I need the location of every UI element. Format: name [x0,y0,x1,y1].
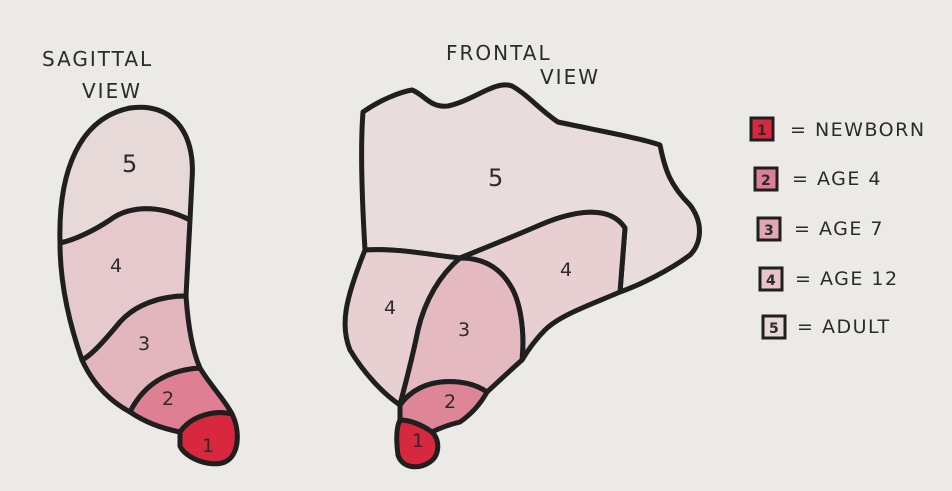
legend-text-2: = AGE 4 [792,168,882,190]
legend-item-adult: 5 = ADULT [763,316,891,338]
frontal-label-4-right: 4 [560,259,572,281]
legend-swatch-num-2: 2 [761,173,771,189]
sagittal-title-line1: SAGITTAL [42,47,153,71]
legend-item-age4: 2 = AGE 4 [755,168,882,190]
legend-item-age12: 4 = AGE 12 [760,268,899,290]
legend-text-4: = AGE 12 [795,268,899,290]
legend-swatch-num-1: 1 [757,123,767,139]
legend-swatch-num-5: 5 [769,321,779,337]
frontal-label-2: 2 [444,391,456,413]
frontal-label-3: 3 [458,319,470,341]
frontal-title-line2: VIEW [540,65,600,89]
frontal-title-line1: FRONTAL [446,41,552,65]
legend-item-age7: 3 = AGE 7 [758,218,884,240]
legend-swatch-num-4: 4 [766,273,776,289]
legend-text-5: = ADULT [797,316,891,338]
frontal-label-5: 5 [488,164,503,192]
frontal-label-4-left: 4 [384,297,396,319]
sagittal-label-3: 3 [138,333,150,355]
legend-swatch-num-3: 3 [764,223,774,239]
legend-text-3: = AGE 7 [794,218,884,240]
sagittal-label-2: 2 [162,388,174,410]
sagittal-label-5: 5 [122,150,137,178]
frontal-label-1: 1 [412,430,424,452]
sagittal-label-4: 4 [110,255,122,277]
legend-text-1: = NEWBORN [790,119,926,141]
sagittal-title-line2: VIEW [82,79,142,103]
sagittal-label-1: 1 [202,435,214,457]
